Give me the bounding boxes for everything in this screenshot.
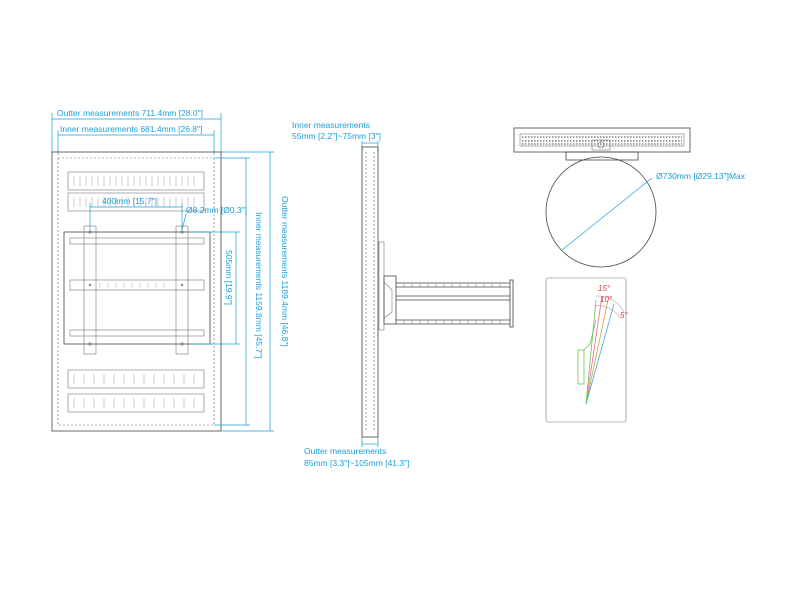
vent-slots-bottom [67,369,205,413]
side-view: Inner measurements 55mm [2.2"]~75mm [3"] [292,120,514,468]
tilt-detail-frame [545,277,627,423]
rotation-clearance-circle [545,156,657,268]
side-profile [361,146,379,438]
mounting-plate [63,225,211,355]
outer-depth-label: 85mm [3.3"]~105mm [41.3"] [304,458,410,468]
rotation-view: Ø730mm [Ø29.13"]Max [513,127,746,268]
articulating-arm [378,241,514,331]
inner-depth-label: 55mm [2.2"]~75mm [3"] [292,131,381,141]
front-view: Outter measurements 711.4mm [28.0"] Inne… [51,108,290,432]
outer-depth-title: Outter measurements [304,446,386,456]
inner-width-label: Inner measurements 681.4mm [26.8"] [60,124,202,134]
hole-spacing-v-label: 505mm [19.9"] [224,250,234,305]
tilt-view: 15° 10° 5° [545,277,628,423]
inner-height-label: Inner measurements 1159.8mm [45.7"] [254,212,264,359]
tilt-angle-5: 5° [620,311,628,320]
tilt-angle-15: 15° [598,284,611,293]
hole-spacing-h-label: 400mm [15.7"] [102,196,157,206]
vent-slots-top [67,171,205,212]
tilt-angle-10: 10° [600,295,613,304]
outer-width-label: Outter measurements 711.4mm [28.0"] [57,108,203,118]
inner-depth-title: Inner measurements [292,120,370,130]
display-panel-outline [51,151,222,432]
slot-marks-top [73,176,195,207]
max-diameter-label: Ø730mm [Ø29.13"]Max [656,171,746,181]
hole-diameter-label: Ø8.2mm [Ø0.3"] [186,205,247,215]
outer-height-label: Outter measurements 1189.4mm [46.8"] [280,196,290,347]
